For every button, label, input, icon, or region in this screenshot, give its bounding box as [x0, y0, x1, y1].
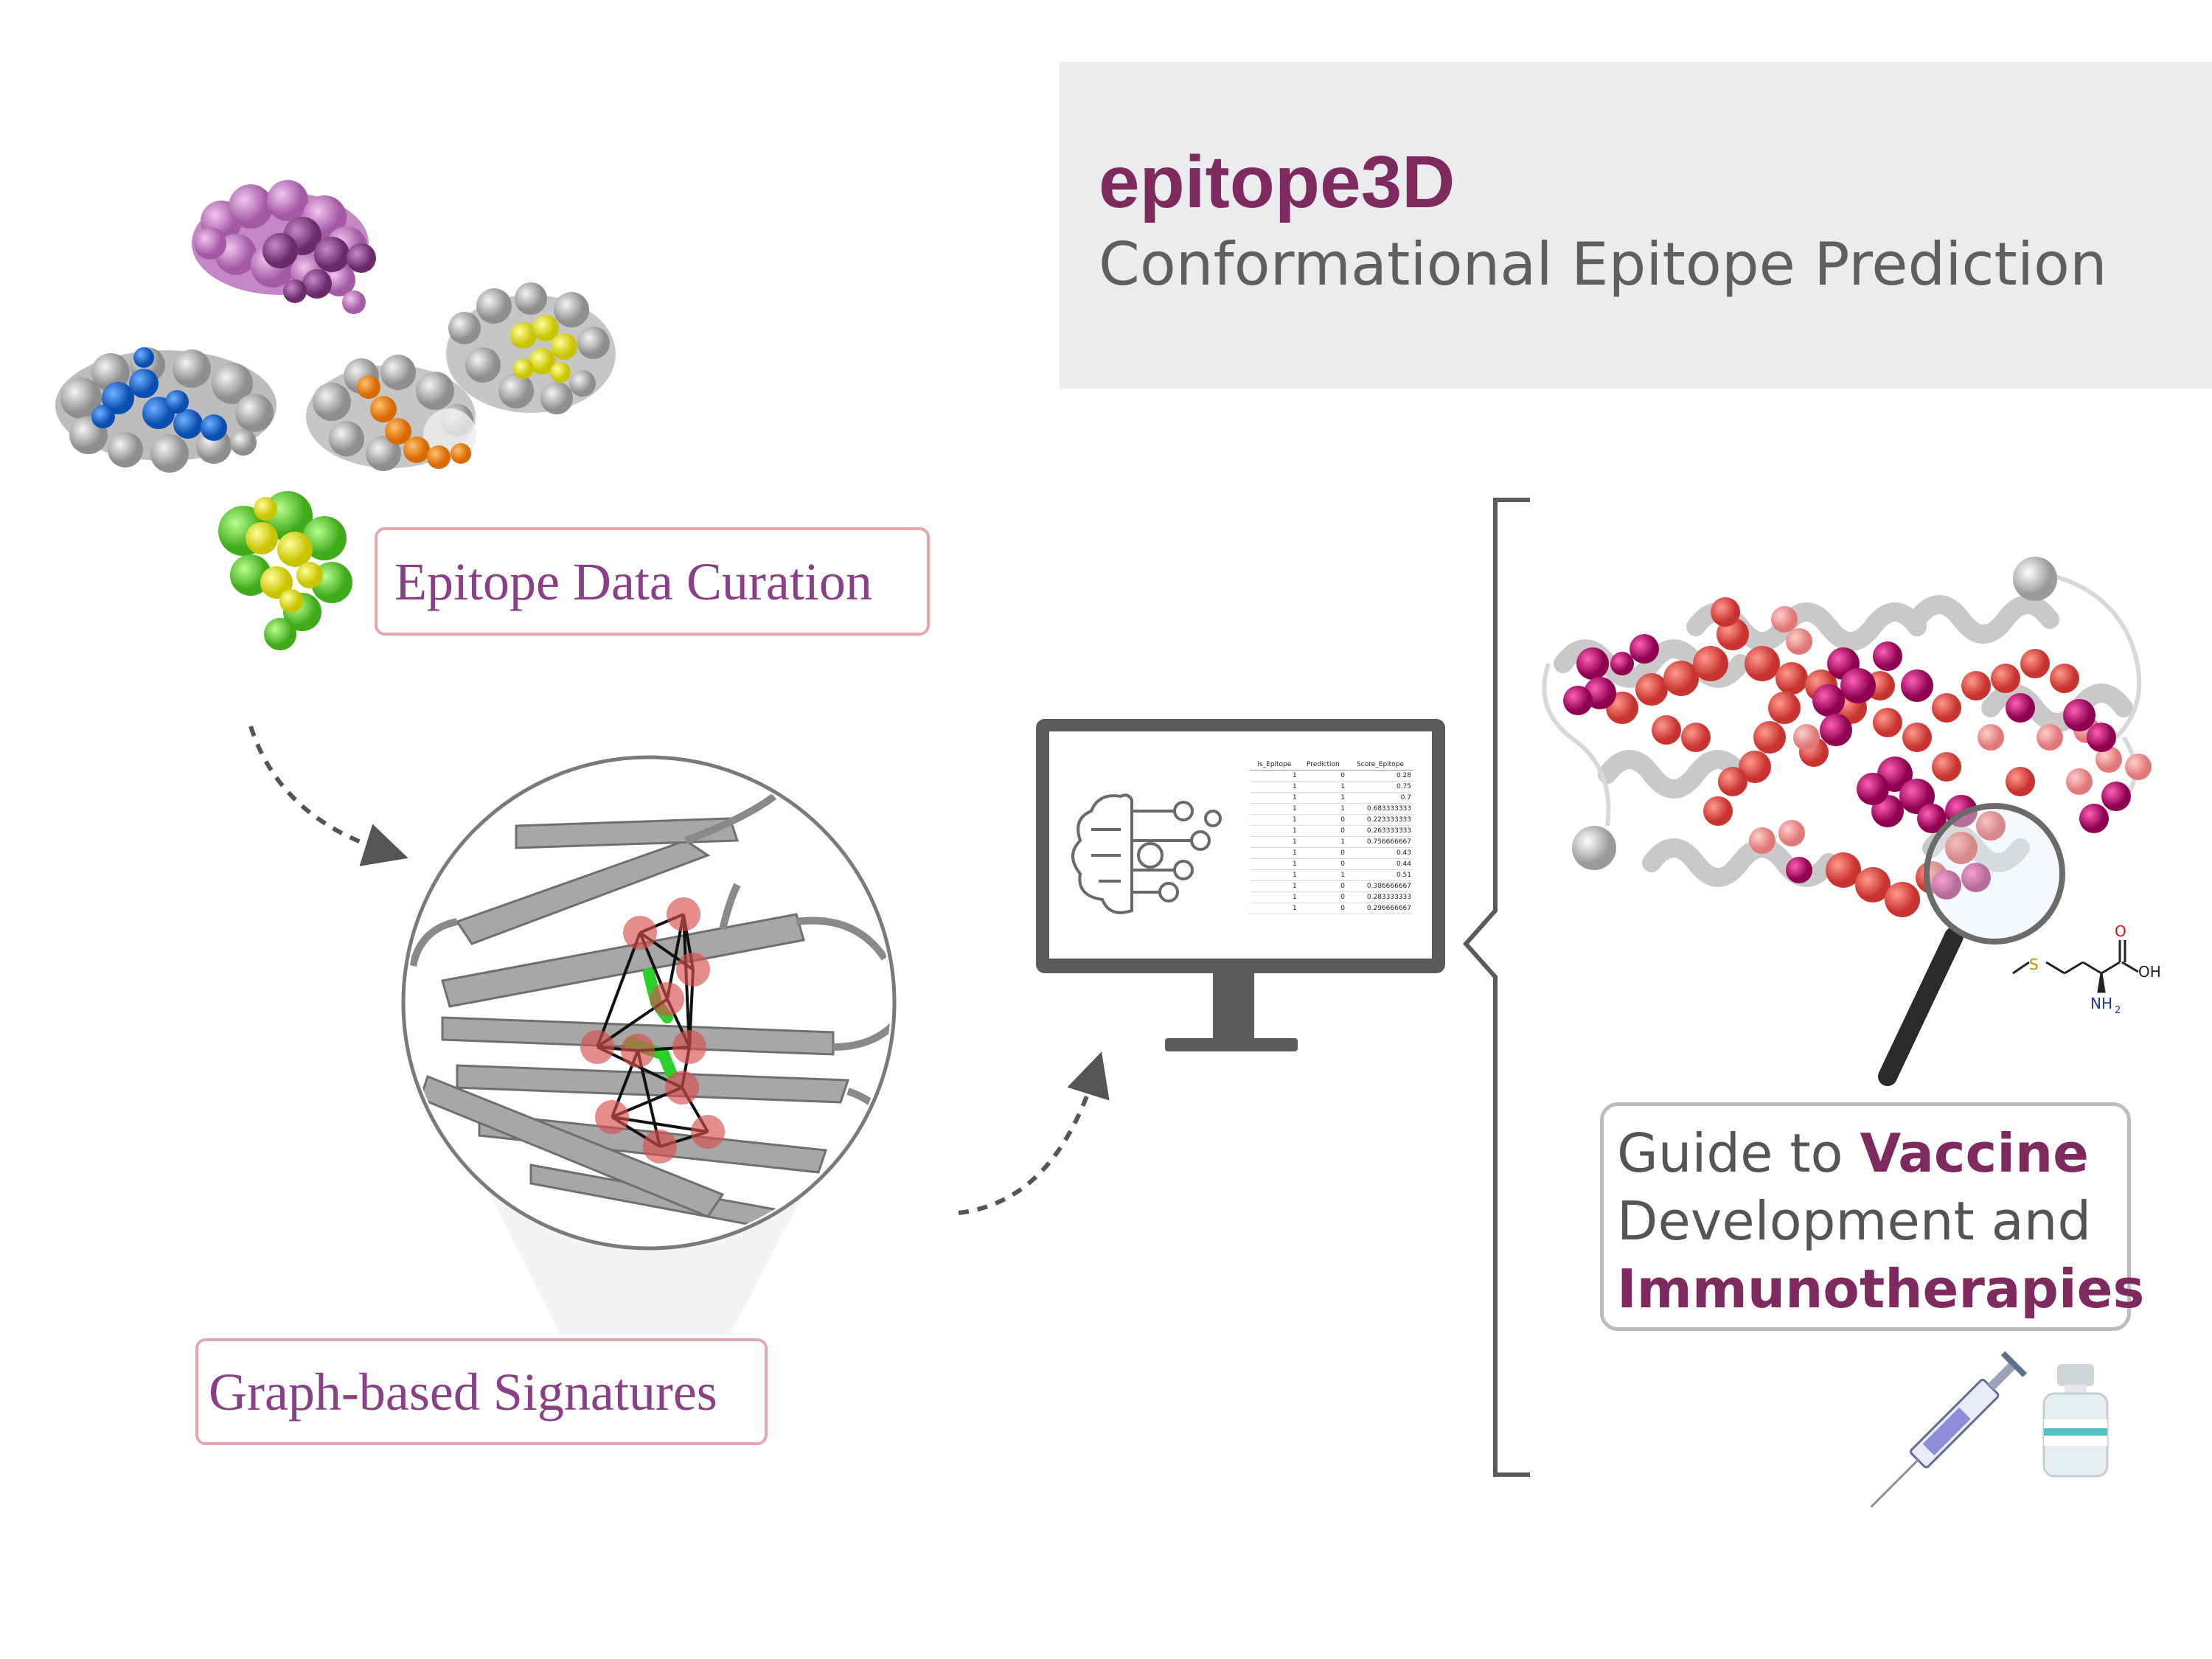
table-cell: 0.756666667 [1347, 836, 1413, 848]
table-cell: 0 [1298, 891, 1348, 903]
table-cell: 0.7 [1347, 792, 1413, 804]
table-cell: 1 [1298, 792, 1348, 804]
table-cell: 0.75 [1347, 781, 1413, 793]
protein-yellow [446, 282, 616, 414]
table-cell: 1 [1250, 803, 1299, 815]
title-panel [1060, 62, 2212, 389]
table-cell: 0.296666667 [1347, 902, 1413, 914]
arrow-graph-to-model [958, 1051, 1110, 1215]
guide-line-2: Development and [1617, 1190, 2092, 1252]
table-cell: 0 [1298, 770, 1348, 782]
table-cell: 1 [1298, 836, 1348, 848]
table-cell: 0 [1298, 880, 1348, 892]
vial-icon [2042, 1364, 2109, 1478]
protein-orange [306, 355, 476, 471]
table-cell: 0.683333333 [1347, 803, 1413, 815]
table-cell: 0.43 [1347, 847, 1413, 859]
graph-signature-circle [401, 755, 897, 1251]
table-cell: 1 [1250, 792, 1299, 804]
arrow-curation-to-graph [248, 726, 408, 866]
output-bracket [1462, 498, 1530, 1477]
app-title: epitope3D [1099, 141, 1455, 223]
signatures-label-box [195, 1338, 768, 1445]
methionine-molecule [2012, 940, 2139, 993]
curation-label-box [375, 527, 930, 636]
table-header: ls_Epitope [1250, 759, 1299, 771]
table-cell: 1 [1250, 858, 1299, 870]
table-cell: 0.223333333 [1347, 814, 1413, 826]
protein-blue [55, 347, 276, 473]
table-cell: 0 [1298, 858, 1348, 870]
table-cell: 0.263333333 [1347, 825, 1413, 837]
table-header: Score_Epitope [1347, 759, 1413, 771]
sulfur-label: S [2029, 956, 2039, 973]
table-cell: 1 [1250, 770, 1299, 782]
table-cell: 1 [1250, 880, 1299, 892]
hydroxyl-label: OH [2138, 963, 2161, 981]
table-cell: 1 [1250, 814, 1299, 826]
guide-text: Guide to [1617, 1122, 1860, 1184]
protein-violet-core [262, 217, 376, 303]
table-cell: 0.283333333 [1347, 891, 1413, 903]
guide-immunotherapies: Immunotherapies [1617, 1258, 2145, 1320]
table-cell: 0.28 [1347, 770, 1413, 782]
curation-label: Epitope Data Curation [394, 552, 872, 611]
protein-cartoon-right [1542, 557, 2152, 1086]
table-cell: 1 [1250, 891, 1299, 903]
table-cell: 0.386666667 [1347, 880, 1413, 892]
amine-subscript: 2 [2115, 1005, 2121, 1016]
table-cell: 1 [1250, 836, 1299, 848]
table-cell: 0.44 [1347, 858, 1413, 870]
table-cell: 0 [1298, 814, 1348, 826]
table-cell: 1 [1298, 869, 1348, 881]
ai-brain-icon [1071, 793, 1222, 914]
table-cell: 1 [1250, 781, 1299, 793]
protein-green [218, 491, 352, 650]
oxygen-label: O [2115, 922, 2126, 940]
table-header: Prediction [1298, 759, 1348, 771]
table-cell: 1 [1250, 902, 1299, 914]
table-cell: 0 [1298, 902, 1348, 914]
guide-vaccine: Vaccine [1860, 1122, 2089, 1184]
amine-label: NH [2090, 995, 2112, 1012]
table-cell: 1 [1298, 781, 1348, 793]
table-cell: 1 [1298, 803, 1348, 815]
guide-box [1600, 1102, 2131, 1331]
table-cell: 1 [1250, 847, 1299, 859]
table-cell: 1 [1250, 869, 1299, 881]
table-cell: 0 [1298, 847, 1348, 859]
app-subtitle: Conformational Epitope Prediction [1099, 230, 2107, 299]
syringe-icon [1870, 1351, 2027, 1508]
guide-line-1: Guide to Vaccine [1617, 1127, 2089, 1180]
table-cell: 0.51 [1347, 869, 1413, 881]
signatures-label: Graph-based Signatures [209, 1363, 717, 1422]
table-cell: 0 [1298, 825, 1348, 837]
table-cell: 1 [1250, 825, 1299, 837]
